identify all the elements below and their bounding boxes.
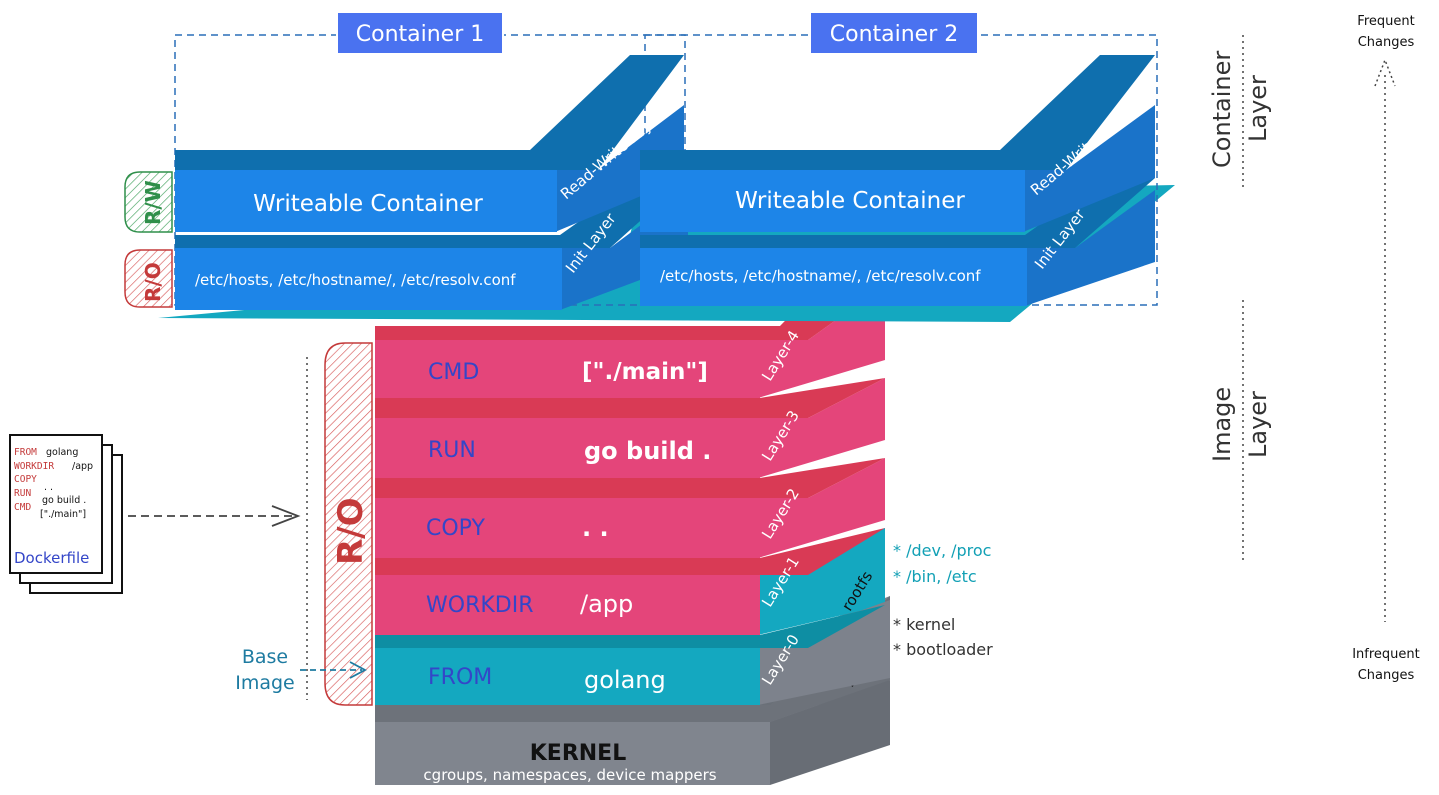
image-layer-copy: [375, 458, 885, 558]
arg-workdir: /app: [580, 590, 633, 618]
rw-badge-text: R/W: [141, 180, 165, 225]
rootfs-item-2: * /bin, /etc: [893, 567, 977, 586]
dockerfile-kw-2: WORKDIR: [14, 461, 54, 472]
ro-badge-small-text: R/O: [141, 262, 165, 302]
base-image-line-1: Base: [242, 646, 288, 668]
dockerfile-kw-1: FROM: [14, 447, 37, 458]
arg-copy: . .: [582, 514, 609, 542]
instruction-cmd: CMD: [428, 360, 479, 385]
ro-badge-large: R/O: [324, 342, 373, 706]
frequent-changes-2: Changes: [1358, 35, 1415, 50]
base-image-line-2: Image: [235, 672, 295, 694]
dockerfile-document: FROM golang WORKDIR /app COPY . . RUN go…: [9, 434, 123, 594]
ro-badge-large-text: R/O: [331, 497, 371, 565]
rootfs-item-1: * /dev, /proc: [893, 541, 991, 560]
init-files-1: /etc/hosts, /etc/hostname/, /etc/resolv.…: [195, 271, 516, 289]
infrequent-changes-1: Infrequent: [1352, 647, 1420, 662]
dockerfile-arg-4: go build .: [42, 495, 86, 506]
dockerfile-arg-3: . .: [44, 482, 53, 493]
container-1-title-box: Container 1: [336, 11, 504, 55]
image-layer-workdir: [375, 528, 885, 635]
container-1-title: Container 1: [356, 22, 485, 47]
arg-cmd: ["./main"]: [582, 359, 708, 385]
image-layer-stack: rootfs: [375, 285, 890, 705]
dockerfile-arg-2: /app: [72, 461, 93, 472]
writeable-container-1: Writeable Container: [253, 191, 483, 217]
image-layer-run: [375, 378, 885, 478]
frequent-changes-1: Frequent: [1357, 14, 1414, 29]
container-2-title-box: Container 2: [809, 11, 979, 55]
dockerfile-arg-1: golang: [46, 447, 78, 458]
bootfs-item-1: * kernel: [893, 615, 955, 634]
image-layer-from: [375, 600, 890, 705]
writeable-container-2: Writeable Container: [735, 188, 965, 214]
instruction-copy: COPY: [426, 516, 485, 541]
dockerfile-label: Dockerfile: [14, 549, 89, 567]
arg-run: go build .: [584, 437, 711, 465]
infrequent-changes-2: Changes: [1358, 668, 1415, 683]
dockerfile-kw-4: RUN: [14, 488, 31, 499]
init-files-2: /etc/hosts, /etc/hostname/, /etc/resolv.…: [660, 267, 981, 285]
up-arrow-icon: [1374, 57, 1396, 87]
container-layer-label-2: Layer: [1244, 75, 1272, 142]
kernel-title: KERNEL: [530, 741, 626, 766]
side-labels: Container Layer Image Layer: [1208, 35, 1272, 562]
base-image-annotation: Base Image: [235, 646, 367, 694]
image-layer-label-2: Layer: [1244, 391, 1272, 458]
dockerfile-arg-5: ["./main"]: [40, 509, 86, 520]
rw-badge: R/W: [124, 171, 173, 233]
dockerfile-arrow: [128, 505, 301, 527]
instruction-run: RUN: [428, 438, 476, 463]
instruction-workdir: WORKDIR: [426, 593, 534, 618]
bootfs-item-2: * bootloader: [893, 640, 993, 659]
container-2-title: Container 2: [830, 22, 959, 47]
instruction-from: FROM: [428, 665, 492, 690]
container-2-block: [640, 55, 1155, 306]
dockerfile-kw-3: COPY: [14, 474, 37, 485]
ro-badge-small: R/O: [124, 249, 173, 308]
dockerfile-kw-5: CMD: [14, 502, 31, 513]
arg-from: golang: [584, 666, 666, 694]
change-frequency-axis: Frequent Changes Infrequent Changes: [1352, 14, 1420, 683]
container-layer-label-1: Container: [1208, 51, 1236, 168]
fs-notes: * /dev, /proc * /bin, /etc * kernel * bo…: [893, 541, 993, 659]
kernel-subtitle: cgroups, namespaces, device mappers: [423, 766, 716, 784]
image-layer-label-1: Image: [1208, 387, 1236, 462]
